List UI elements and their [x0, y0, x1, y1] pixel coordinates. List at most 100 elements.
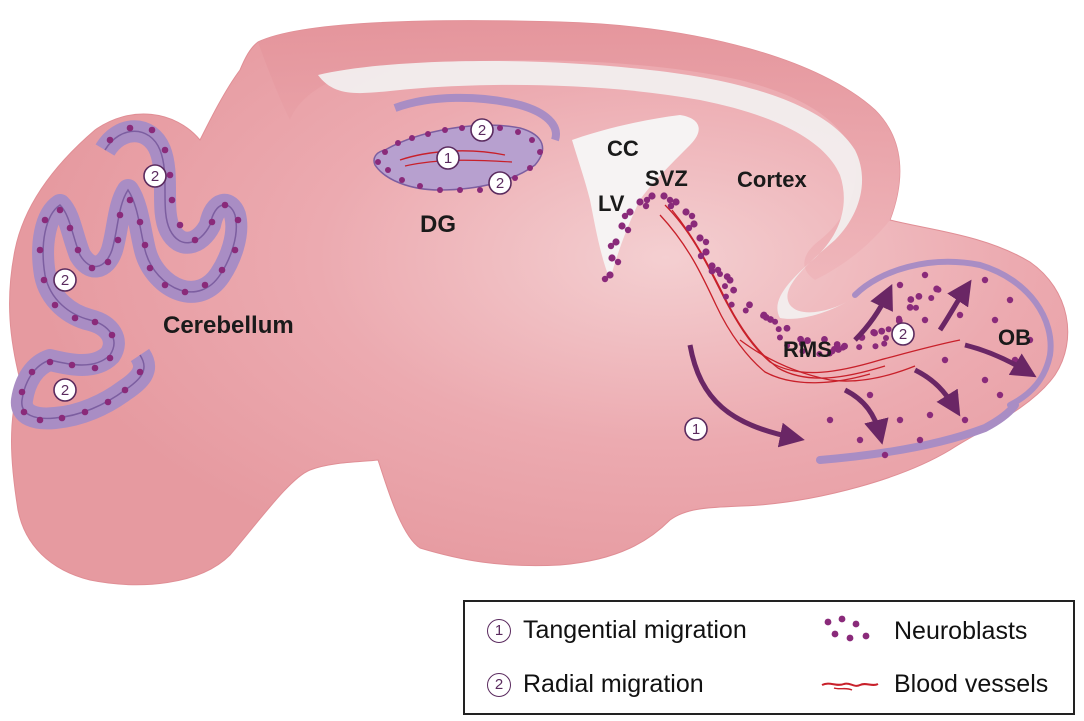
neuroblast-dot [18, 388, 26, 396]
neuroblast-dot [395, 140, 401, 146]
neuroblast-dot [804, 337, 811, 344]
badge-dg-top: 2 [470, 118, 494, 142]
badge-tangential: 1 [684, 417, 708, 441]
neuroblast-dot [385, 167, 391, 173]
neuroblast-dot [821, 335, 828, 343]
svg-text:2: 2 [899, 326, 907, 343]
neuroblast-dot [606, 271, 614, 279]
label-svz: SVZ [645, 166, 688, 191]
neuroblast-dot [108, 331, 116, 339]
neuroblast-dot [776, 334, 783, 341]
neuroblast-dot [28, 368, 36, 376]
neuroblast-dot [951, 391, 959, 399]
neuroblast-dot [746, 301, 753, 309]
neuroblast-dot [56, 206, 64, 214]
neuroblast-dot [136, 368, 144, 376]
migration-arrows [687, 279, 1037, 448]
neuroblast-dot [928, 294, 935, 301]
neuroblast-dot [956, 311, 964, 319]
neuroblast-dot [208, 218, 216, 226]
svg-text:1: 1 [692, 421, 700, 438]
neuroblast-dot [783, 324, 791, 332]
neuroblast-dot [643, 196, 651, 204]
neuroblast-dot [767, 316, 774, 323]
neuroblast-dot [146, 264, 154, 272]
neuroblast-dot [71, 314, 79, 322]
neuroblast-dot [409, 135, 415, 141]
badge-cerebellum-low: 2 [53, 378, 77, 402]
neuroblast-dot [41, 216, 49, 224]
neuroblast-dot [81, 408, 89, 416]
neuroblast-dot [51, 301, 59, 309]
legend-badge-one: 1 [487, 618, 511, 643]
neuroblast-dot [912, 304, 919, 311]
neuroblast-dot [648, 192, 656, 200]
svg-text:1: 1 [444, 150, 452, 167]
neuroblast-dot [141, 241, 149, 249]
neuroblast-dot [477, 187, 483, 193]
legend-badge-two: 2 [487, 672, 511, 697]
neuroblast-dot [896, 315, 903, 322]
neuroblast-dot [708, 262, 716, 270]
neuroblast-dot [126, 124, 134, 132]
svg-text:2: 2 [61, 272, 69, 289]
neuroblast-dot [601, 275, 609, 283]
neuroblasts-icon [824, 615, 870, 642]
neuroblast-dot [872, 343, 879, 350]
label-lv: LV [598, 191, 625, 216]
legend-neuroblasts: Neuroblasts [820, 614, 1027, 648]
neuroblast-dot [114, 236, 122, 244]
neuroblast-dot [708, 267, 716, 275]
neuroblast-dot [660, 192, 668, 200]
neuroblast-dot [730, 286, 738, 294]
neuroblast-dot [981, 376, 989, 384]
neuroblast-dot [906, 303, 914, 311]
neuroblast-dot [176, 221, 184, 229]
radial-arrow-up-2 [937, 279, 972, 332]
neuroblast-dot [231, 246, 239, 254]
cortex-band [258, 20, 900, 281]
neuroblast-dot [614, 258, 622, 266]
neuroblast-dot [621, 212, 629, 220]
radial-arrow-down-1 [843, 387, 889, 445]
radial-arrow-down-2 [913, 367, 961, 417]
neuroblast-dot [626, 208, 634, 216]
neuroblast-dot [68, 361, 76, 369]
label-rms: RMS [783, 337, 832, 362]
neuroblast-dot [181, 288, 189, 296]
neuroblast-dot [721, 283, 728, 290]
neuroblast-dot [775, 326, 782, 333]
neuroblast-dot [878, 327, 886, 335]
neuroblast-dot [996, 391, 1004, 399]
corpus-callosum [318, 60, 863, 319]
neuroblast-dot [607, 242, 615, 250]
neuroblast-dot [896, 416, 904, 424]
neuroblast-dot [636, 198, 644, 206]
neuroblast-dot [40, 276, 48, 284]
neuroblast-dot [116, 211, 124, 219]
neuroblast-dot [961, 416, 969, 424]
neuroblast-dot [106, 354, 114, 362]
neuroblast-dot [831, 346, 838, 353]
neuroblast-dot [981, 276, 989, 284]
legend-tangential-label: Tangential migration [523, 616, 747, 644]
neuroblast-dot [826, 416, 834, 424]
neuroblast-dot [742, 307, 749, 314]
neuroblast-dot [201, 281, 209, 289]
neuroblast-dot [88, 264, 96, 272]
badge-cerebellum-mid: 2 [53, 268, 77, 292]
neuroblast-dot [425, 131, 431, 137]
neuroblast-dot [618, 222, 626, 230]
neuroblast-dot [881, 340, 888, 347]
badge-dg-mid: 1 [436, 146, 460, 170]
cerebellum-neuroblasts [18, 124, 242, 424]
neuroblast-dot [399, 177, 405, 183]
neuroblast-dot [642, 202, 650, 210]
neuroblast-dot [702, 248, 710, 256]
legend-neuroblasts-label: Neuroblasts [894, 616, 1028, 645]
diagram-badges: 2 2 2 2 1 2 2 1 [53, 118, 915, 441]
svg-text:2: 2 [496, 175, 504, 192]
neuroblast-dot [527, 165, 533, 171]
brain-silhouette [9, 20, 1069, 586]
neuroblast-dot [696, 234, 704, 242]
